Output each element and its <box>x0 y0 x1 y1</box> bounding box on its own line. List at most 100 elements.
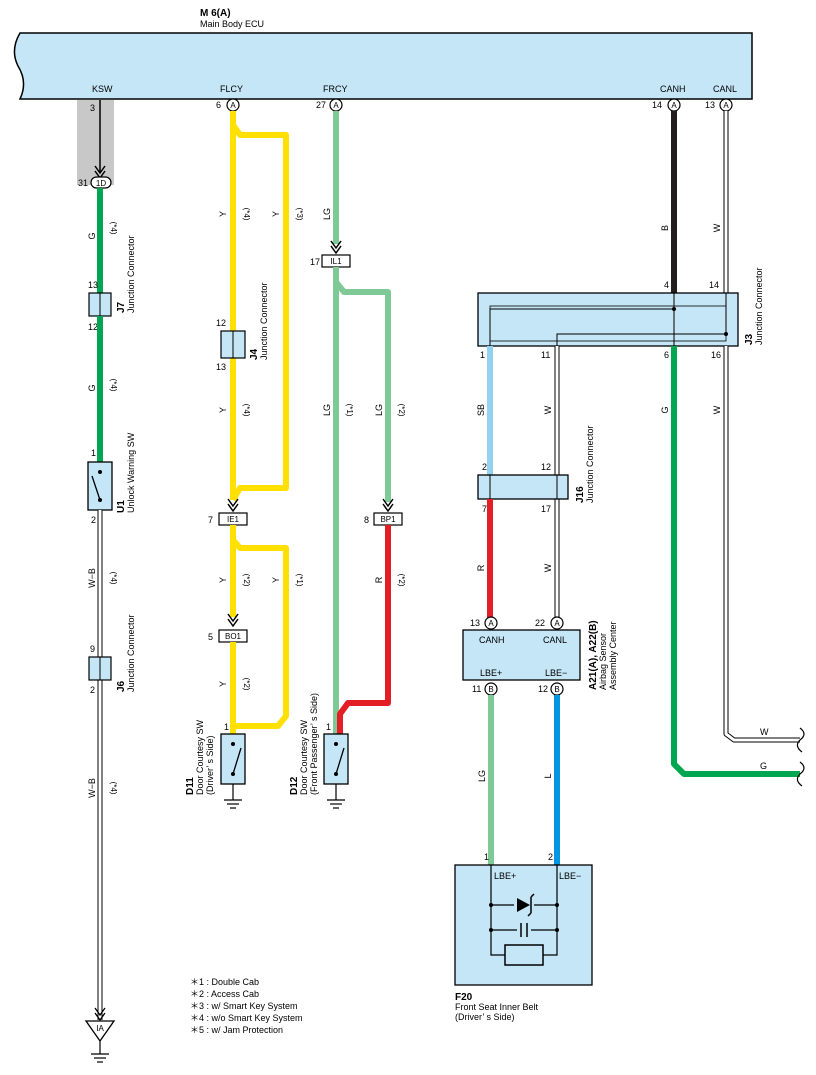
f20-node-2 <box>555 903 559 907</box>
ecu-pin-num-ksw: 3 <box>90 103 95 113</box>
f20-term-p: LBE+ <box>494 871 516 881</box>
a21-pin-canl: 22 <box>535 618 545 628</box>
wire-label-ksw-wb2: W−B <box>87 778 97 798</box>
wire-label-ksw-g1: G <box>87 232 97 239</box>
connector-bo1-label: BO1 <box>225 632 242 641</box>
d12-id: D12 <box>289 776 300 795</box>
wire-flcy-yellow-bypass-2 <box>230 525 289 729</box>
j3-pin-16: 16 <box>711 350 721 360</box>
j3-pin-14: 14 <box>709 280 719 290</box>
j16-pin-7: 7 <box>482 504 487 514</box>
d11-id: D11 <box>185 777 196 795</box>
f20-name2: (Driver’ s Side) <box>455 1012 515 1022</box>
ecu-pin-letter-canl: A <box>723 101 729 110</box>
d12-name2: (Front Passenger’ s Side) <box>309 693 319 795</box>
ecu-pin-name-ksw: KSW <box>92 84 113 94</box>
wire-label-fl-y1-note: (*4) <box>242 208 251 221</box>
j4-pin-top: 12 <box>216 318 226 328</box>
a21-pin-circle-canl <box>550 616 564 630</box>
wire-label-fl-y3-note: (*4) <box>242 404 251 417</box>
j6-pin-top: 9 <box>90 644 95 654</box>
wire-label-fr-lg1: LG <box>322 404 332 416</box>
connector-il1-label: IL1 <box>330 257 342 266</box>
ecu-pin-name-canh: CANH <box>660 84 686 94</box>
connector-arrow-bo1 <box>227 613 239 628</box>
j6-id: J6 <box>116 680 127 692</box>
ecu-pin-name-flcy: FLCY <box>220 84 243 94</box>
a21-pin-circle-canh <box>484 616 498 630</box>
connector-ie1-label: IE1 <box>227 515 240 524</box>
j4-pin-bottom: 13 <box>216 362 226 372</box>
ecu-body <box>13 32 753 100</box>
wire-label-fl-y6-note: (*2) <box>242 678 251 691</box>
wire-label-fr-lg1-note: (*1) <box>345 404 354 417</box>
a21-term-canl: CANL <box>543 635 567 645</box>
ground-ia-triangle <box>84 1020 116 1043</box>
d12-contact-top <box>334 742 338 746</box>
j16-pin-17: 17 <box>541 504 551 514</box>
u1-switch-blade <box>91 475 101 501</box>
a21-term-lben: LBE− <box>545 668 567 678</box>
j3-pin-1: 1 <box>480 350 485 360</box>
switch-u1 <box>87 461 113 511</box>
wire-label-ksw-g1-note: (*4) <box>109 222 118 235</box>
u1-pin-bottom: 2 <box>91 515 96 525</box>
connector-arrow-il1 <box>330 240 342 255</box>
wire-label-fl-y2-note: (*3) <box>295 208 304 221</box>
f20-node-1 <box>489 903 493 907</box>
a21-name2: Assembly Center <box>608 621 618 690</box>
a21-pin-lben: 12 <box>538 684 548 694</box>
wire-label-ksw-wb1-note: (*4) <box>109 572 118 585</box>
wire-label-fl-y4: Y <box>218 577 228 583</box>
j16-name: Junction Connector <box>585 425 595 503</box>
wire-label-fr-r-note: (*2) <box>397 574 406 587</box>
j7-pin-top: 13 <box>88 280 98 290</box>
wire-label-fl-y5-note: (*1) <box>295 574 304 587</box>
wire-label-fl-y5: Y <box>271 577 281 583</box>
a21-pin-letter-lben: B <box>554 685 559 694</box>
wire-label-fr-r: R <box>374 576 384 583</box>
a21-pin-letter-lbep: B <box>488 685 493 694</box>
wire-label-r7: R <box>476 564 486 571</box>
ecu-pin-letter-frcy: A <box>333 101 339 110</box>
wire-label-fl-y2: Y <box>271 211 281 217</box>
connector-il1-pin: 17 <box>310 257 320 267</box>
connector-1d-pin: 31 <box>78 178 88 188</box>
f20-zener-bar <box>527 893 535 917</box>
wire-break-g <box>796 761 805 787</box>
wire-label-out-w: W <box>760 727 769 737</box>
f20-sensor-element <box>504 944 544 966</box>
ground-ia-label: IA <box>96 1024 104 1033</box>
j7-id: J7 <box>116 301 127 313</box>
wire-label-j3g: G <box>660 406 670 413</box>
u1-name: Unlock Warning SW <box>126 432 136 513</box>
wire-label-fl-y6: Y <box>218 681 228 687</box>
j3-pin-6: 6 <box>664 350 669 360</box>
wire-label-w11: W <box>543 405 553 414</box>
wire-frcy-lg-branch <box>333 267 391 502</box>
f20-pin-p: 1 <box>484 852 489 862</box>
u1-pin-top: 1 <box>91 448 96 458</box>
d11-pin: 1 <box>224 722 229 732</box>
f20-id: F20 <box>455 992 473 1003</box>
f20-term-n: LBE− <box>559 871 581 881</box>
a21-term-canh: CANH <box>479 635 505 645</box>
connector-arrow-bp1 <box>382 498 394 513</box>
f20-node-3 <box>489 928 493 932</box>
ecu-pin-num-canl: 13 <box>705 100 715 110</box>
f20-capacitor-icon <box>520 923 528 937</box>
wire-label-fl-y3: Y <box>218 407 228 413</box>
a21-name1: Airbag Sensor <box>598 633 608 690</box>
wire-j3-w-output-fill <box>724 346 800 742</box>
j3-node-1 <box>672 307 676 311</box>
wire-label-canl-w: W <box>712 223 722 232</box>
wire-label-fr-lg0: LG <box>322 208 332 220</box>
j7-name: Junction Connector <box>126 235 136 313</box>
f20-pin-n: 2 <box>548 852 553 862</box>
ecu-pin-num-canh: 14 <box>652 100 662 110</box>
wire-label-fl-y1: Y <box>218 211 228 217</box>
wire-label-ksw-wb1: W−B <box>87 568 97 588</box>
d11-name1: Door Courtesy SW <box>195 719 205 795</box>
connector-bp1-pin: 8 <box>364 515 369 525</box>
note-3: ＊3 : w/ Smart Key System <box>190 1001 298 1011</box>
